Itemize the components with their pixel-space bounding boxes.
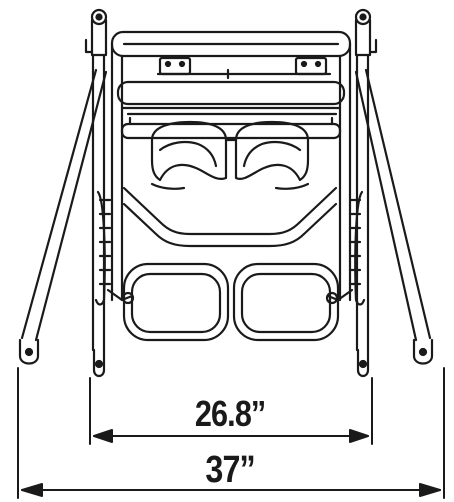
backrest-frame bbox=[110, 30, 352, 302]
left-wheel-edge bbox=[94, 190, 112, 306]
cross-frame bbox=[122, 186, 338, 248]
seat-cushion bbox=[150, 120, 310, 190]
right-push-handle bbox=[354, 8, 378, 57]
left-footplate bbox=[122, 262, 230, 342]
footrest-hardware bbox=[106, 288, 354, 305]
left-strut bbox=[18, 68, 108, 365]
inner-width-dimension bbox=[89, 377, 373, 445]
backrest-brackets bbox=[156, 56, 332, 80]
right-front-caster bbox=[356, 348, 370, 378]
right-strut bbox=[354, 68, 434, 365]
right-wheel-edge bbox=[348, 190, 366, 306]
outer-width-label: 37’’ bbox=[205, 449, 255, 491]
seat-rails bbox=[116, 80, 346, 140]
right-footplate bbox=[232, 262, 340, 342]
inner-width-label: 26.8’’ bbox=[194, 393, 266, 434]
outer-width-dimension bbox=[17, 367, 445, 499]
left-push-handle bbox=[84, 8, 108, 57]
left-front-caster bbox=[92, 348, 106, 378]
